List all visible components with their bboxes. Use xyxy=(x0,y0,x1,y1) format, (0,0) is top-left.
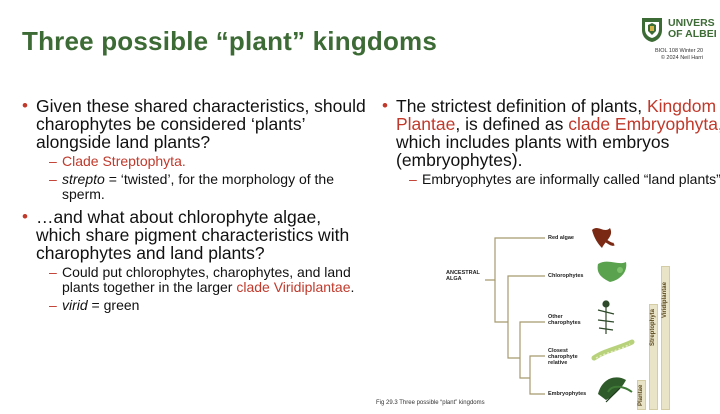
university-name: UNIVERS OF ALBEI xyxy=(668,17,717,40)
label-other-charophytes: Other charophytes xyxy=(548,314,581,326)
chlorophyte-icon xyxy=(597,261,627,282)
left-column: Given these shared characteristics, shou… xyxy=(20,97,370,319)
charophyte-icon xyxy=(597,300,615,334)
course-info: BIOL 108 Winter 20 © 2024 Neil Harri xyxy=(655,48,704,61)
label-red-algae: Red algae xyxy=(548,235,574,241)
sub-bullet-virid: virid = green xyxy=(36,298,370,314)
label-closest-relative: Closest charophyte relative xyxy=(548,348,578,366)
tree-lines xyxy=(485,228,635,403)
slide-title: Three possible “plant” kingdoms xyxy=(22,26,438,56)
label-ancestral-alga: ANCESTRAL ALGA xyxy=(446,270,480,282)
phylogeny-diagram: ANCESTRAL ALGA Red algae Chlorophytes Ot… xyxy=(370,218,670,414)
closest-relative-icon xyxy=(591,339,635,361)
figure-caption: Fig 29.3 Three possible “plant” kingdoms xyxy=(376,400,485,406)
sub-bullet-viridiplantae: Could put chlorophytes, charophytes, and… xyxy=(36,265,370,295)
embryophyte-icon xyxy=(598,377,633,403)
sub-bullet-streptophyta: Clade Streptophyta. xyxy=(36,154,370,170)
label-chlorophytes: Chlorophytes xyxy=(548,273,584,279)
bar-streptophyta xyxy=(649,304,658,410)
bar-plantae xyxy=(637,380,646,410)
bullet-plantae: The strictest definition of plants, King… xyxy=(380,97,720,187)
label-streptophyta: Streptophyta xyxy=(650,308,656,346)
bar-viridiplantae xyxy=(661,266,670,410)
sub-bullet-land-plants: Embryophytes are informally called “land… xyxy=(396,172,720,188)
label-embryophytes: Embryophytes xyxy=(548,391,587,397)
right-column: The strictest definition of plants, King… xyxy=(380,97,720,193)
sub-bullet-strepto: strepto = ‘twisted’, for the morphology … xyxy=(36,172,370,202)
shield-icon xyxy=(642,18,662,42)
bullet-chlorophytes: …and what about chlorophyte algae, which… xyxy=(20,208,370,313)
label-plantae: Plantae xyxy=(638,384,644,406)
label-viridiplantae: Viridiplantae xyxy=(662,282,668,318)
bullet-charophytes: Given these shared characteristics, shou… xyxy=(20,97,370,202)
red-algae-icon xyxy=(592,228,615,248)
